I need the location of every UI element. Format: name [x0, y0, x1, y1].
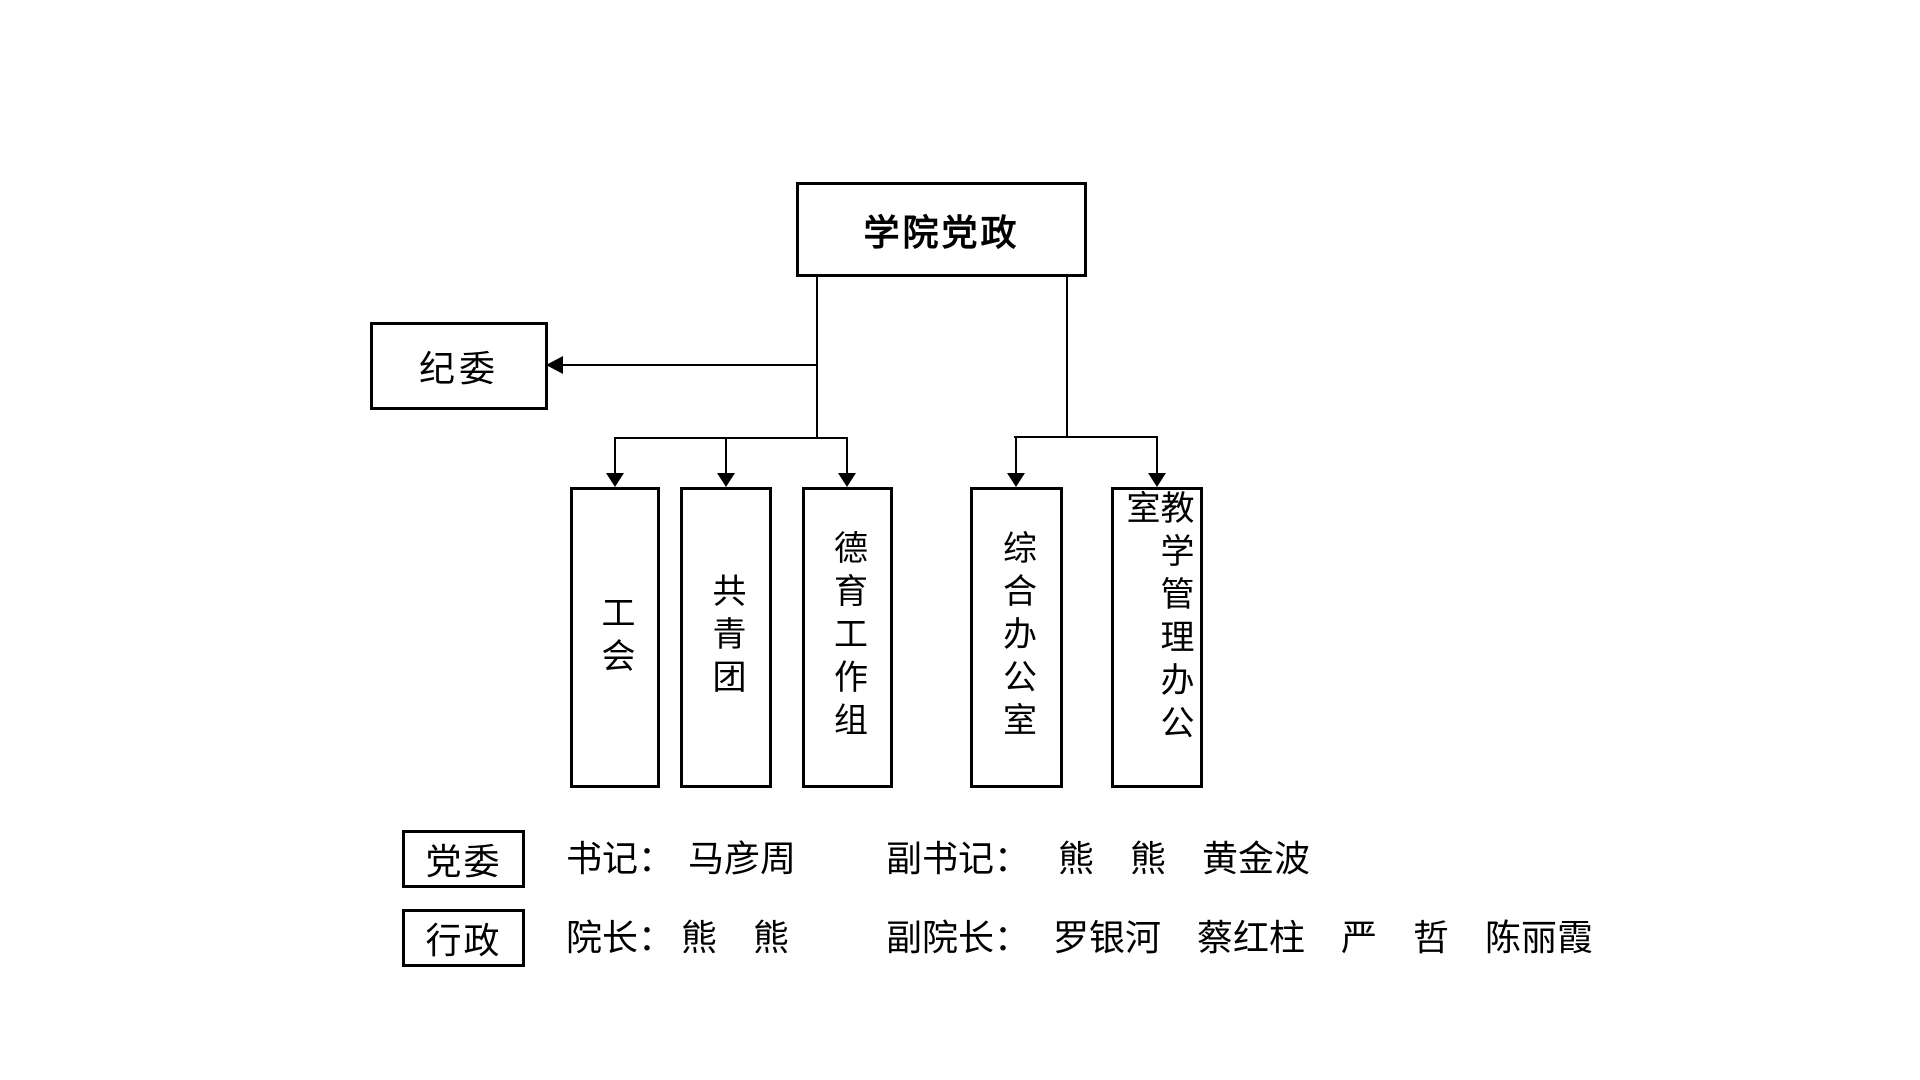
connector-dept-4-stem: [1015, 436, 1017, 475]
arrow-down-icon: [1148, 473, 1166, 487]
dept-box-general-office: 综合办公室: [970, 487, 1063, 788]
connector-dept-5-stem: [1156, 436, 1158, 475]
connector-dept-1-stem: [614, 437, 616, 475]
deputy-secretary-label: 副书记：: [886, 838, 1031, 879]
secretary-names: 马彦周: [688, 838, 797, 879]
vice-dean-label: 副院长：: [886, 917, 1031, 958]
admin-category-label: 行政: [425, 920, 502, 961]
root-box: 学院党政: [796, 182, 1087, 277]
connector-right-branch: [1014, 436, 1158, 438]
root-box-label: 学院党政: [863, 211, 1020, 253]
party-category-box: 党委: [402, 830, 525, 888]
party-category-label: 党委: [425, 841, 502, 882]
discipline-box: 纪委: [370, 322, 548, 410]
dept-box-labor-union: 工会: [570, 487, 660, 788]
arrow-down-icon: [717, 473, 735, 487]
vice-dean-names: 罗银河 蔡红柱 严 哲 陈丽霞: [1053, 917, 1594, 958]
discipline-box-label: 纪委: [418, 348, 499, 389]
dept-box-moral-education-group: 德育工作组: [802, 487, 893, 788]
dept-box-label: 工会: [596, 594, 634, 681]
dept-box-label: 综合办公室: [997, 530, 1036, 745]
arrow-down-icon: [838, 473, 856, 487]
deputy-secretary-names: 熊 熊 黄金波: [1058, 838, 1311, 879]
connector-root-right-drop: [1066, 277, 1068, 437]
connector-dept-3-stem: [846, 437, 848, 475]
arrow-left-icon: [546, 356, 563, 374]
dept-box-youth-league: 共青团: [680, 487, 772, 788]
connector-discipline-stem: [560, 364, 818, 366]
secretary-label: 书记：: [566, 838, 675, 879]
dean-names: 熊 熊: [681, 917, 790, 958]
dept-box-label: 教学管理办公室: [1121, 490, 1193, 748]
dept-box-teaching-management-office: 教学管理办公室: [1111, 487, 1203, 788]
dept-box-label: 共青团: [707, 573, 745, 702]
dept-box-label: 德育工作组: [828, 530, 867, 745]
connector-root-left-drop: [816, 277, 818, 438]
arrow-down-icon: [1007, 473, 1025, 487]
connector-dept-2-stem: [725, 437, 727, 475]
dean-label: 院长：: [566, 917, 675, 958]
connector-left-branch: [614, 437, 848, 439]
arrow-down-icon: [606, 473, 624, 487]
admin-category-box: 行政: [402, 909, 525, 967]
